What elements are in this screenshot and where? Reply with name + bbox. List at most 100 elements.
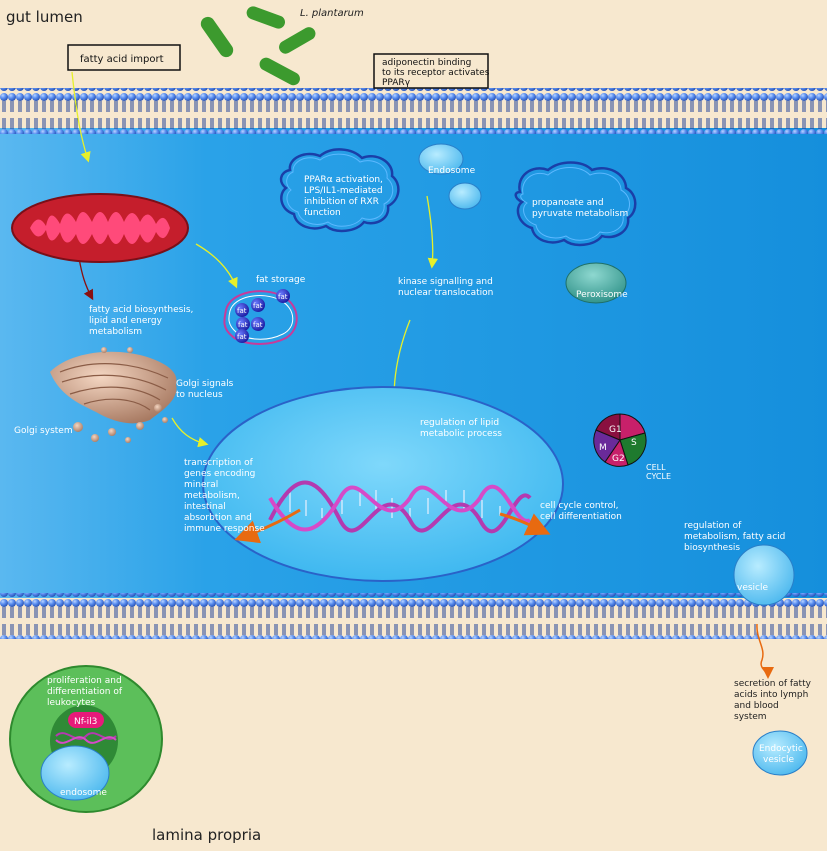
lipid-reg-text-2: metabolic process (420, 429, 502, 439)
nf-il3-badge (68, 712, 104, 728)
golgi-label: Golgi system (14, 426, 73, 436)
propanoate-cloud (514, 161, 637, 247)
endocytic-text-1: Endocytic (759, 744, 803, 754)
fat-droplet-label: fat (237, 307, 247, 315)
secretion-text-2: acids into lymph (734, 690, 808, 700)
immune-endosome (40, 745, 110, 801)
bacteria-group: L. plantarum (200, 6, 364, 86)
propanoate-text-2: pyruvate metabolism (532, 209, 628, 219)
adiponectin-text-2: to its receptor activates (382, 68, 490, 78)
secretion-text-1: secretion of fatty (734, 679, 812, 689)
golgi-vesicle (73, 422, 83, 432)
endosome (418, 143, 464, 175)
prolif-text-1: proliferation and (47, 676, 122, 686)
fat-droplet-label: fat (238, 321, 248, 329)
fat-droplet (276, 289, 290, 303)
reg-metab-text-2: metabolism, fatty acid (684, 532, 785, 542)
propanoate-text-1: propanoate and (532, 198, 604, 208)
fat-droplet (235, 329, 249, 343)
fatty-acid-import-text: fatty acid import (80, 54, 164, 65)
fat-droplet-label: fat (253, 321, 263, 329)
secretion-text-3: and blood (734, 701, 779, 711)
reg-metab-text-1: regulation of (684, 521, 742, 531)
vesicle-label: vesicle (737, 583, 769, 593)
cell-cycle-wheel: G1 S M G2 (593, 413, 647, 467)
transcription-text-7: immune response (184, 524, 265, 534)
dna-helix (234, 480, 551, 544)
adiponectin-text-3: PPARγ (382, 78, 411, 88)
ppar-text-2: LPS/IL1-mediated (304, 186, 383, 196)
golgi-vesicle (162, 417, 168, 423)
fat-droplet (236, 317, 250, 331)
transcription-text-6: absorbtion and (184, 513, 252, 523)
bacterium (246, 6, 286, 29)
transcription-text-2: genes encoding (184, 469, 255, 479)
golgi-signal-text-1: Golgi signals (176, 379, 234, 389)
arrow-endosome-kinase (426, 195, 439, 269)
prolif-text-2: differentiation of (47, 687, 123, 697)
fat-droplet-label: fat (278, 293, 288, 301)
fat-storage-label: fat storage (256, 275, 306, 285)
secretion-text-4: system (734, 712, 767, 722)
cellcycle-ctrl-text-1: cell cycle control, (540, 501, 619, 511)
ppar-text-3: inhibition of RXR (304, 197, 379, 207)
bacterium (279, 27, 316, 54)
lipid-reg-text-1: regulation of lipid (420, 418, 499, 428)
endosome-small (448, 182, 482, 210)
cycle-g1-segment-2 (595, 413, 621, 441)
cycle-g2-label: G2 (612, 454, 625, 464)
golgi-vesicle (154, 404, 162, 412)
nf-il3-label: Nf-il3 (74, 717, 97, 727)
adiponectin-text-1: adiponectin binding (382, 58, 471, 68)
fat-droplet (251, 298, 265, 312)
endosome-label: Endosome (428, 166, 476, 176)
gut-lumen-label: gut lumen (6, 8, 83, 26)
transcription-text-3: mineral (184, 480, 218, 490)
lamina-propria-label: lamina propria (152, 826, 261, 844)
transcription-text-5: intestinal (184, 502, 226, 512)
immune-cell: Nf-il3 endosome (9, 665, 163, 813)
endocytic-vesicle (752, 730, 808, 776)
fa-bio-text-1: fatty acid biosynthesis, (89, 305, 193, 315)
golgi-vesicle (125, 437, 131, 443)
golgi-signal-text-2: to nucleus (176, 390, 223, 400)
arrow-mito-fat (195, 243, 238, 289)
golgi-vesicle (108, 428, 116, 436)
endocytic-text-2: vesicle (763, 755, 795, 765)
fat-droplet-label: fat (253, 302, 263, 310)
golgi-vesicle (127, 347, 133, 353)
fat-droplet (251, 317, 265, 331)
fat-droplet-label: fat (237, 333, 247, 341)
golgi-vesicle (91, 434, 99, 442)
ppar-cloud (279, 148, 400, 233)
cycle-s-label: S (631, 438, 637, 448)
bacterium (200, 16, 234, 58)
fatty-acid-import-box: fatty acid import (67, 44, 181, 71)
cycle-s-segment (619, 432, 647, 466)
transcription-text-4: metabolism, (184, 491, 240, 501)
prolif-text-3: leukocytes (47, 698, 95, 708)
peroxisome-label: Peroxisome (576, 290, 628, 300)
immune-endosome-label: endosome (60, 788, 107, 798)
cell-cycle-title-1: CELL (646, 463, 666, 472)
fat-droplet (235, 303, 249, 317)
cycle-m-segment (593, 429, 621, 463)
arrow-secretion (756, 623, 774, 679)
arrow-golgi-nucleus (171, 417, 209, 448)
cycle-m-label: M (599, 443, 607, 453)
golgi-system (50, 347, 177, 443)
cellcycle-ctrl-text-2: cell differentiation (540, 512, 622, 522)
golgi-vesicle (101, 347, 107, 353)
fa-bio-text-2: lipid and energy (89, 316, 163, 326)
vesicle (733, 544, 795, 606)
adiponectin-box: adiponectin binding to its receptor acti… (373, 53, 490, 89)
fat-storage: fat storage fat fat fat fat fat fat (223, 275, 306, 345)
ppar-text-1: PPARα activation, (304, 175, 383, 185)
nucleus (202, 386, 564, 582)
kinase-text-1: kinase signalling and (398, 277, 493, 287)
reg-metab-text-3: biosynthesis (684, 543, 740, 553)
cycle-g1-label: G1 (609, 425, 622, 435)
bacteria-label: L. plantarum (300, 8, 364, 19)
bacterium (259, 57, 300, 86)
